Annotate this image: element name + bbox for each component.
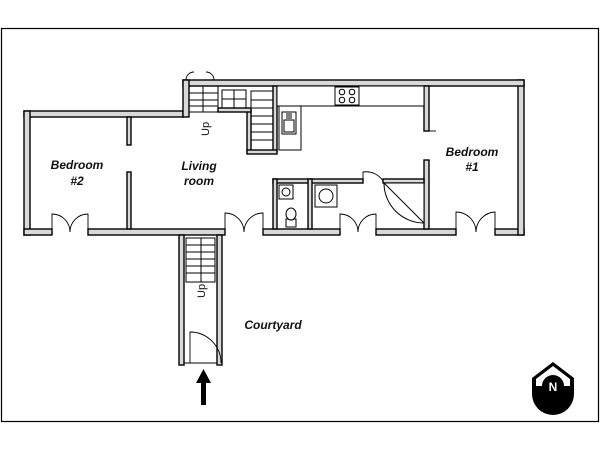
upper-stairs-up-label: Up [200, 122, 212, 136]
bedroom1-label-line1: Bedroom [446, 145, 499, 159]
bedroom2-label-line2: #2 [70, 174, 84, 188]
north-compass-icon: N [532, 362, 574, 415]
bedroom2-label-line1: Bedroom [51, 158, 104, 172]
doors [51, 130, 496, 233]
compass-letter: N [549, 380, 558, 394]
exterior-walls [23, 79, 525, 236]
entry-arrow-icon [196, 369, 211, 405]
interior-walls [126, 85, 430, 230]
bedroom1-label-line2: #1 [465, 160, 479, 174]
living-room-label-line1: Living [181, 159, 217, 173]
living-room-label-line2: room [184, 174, 214, 188]
entry-corridor [178, 234, 223, 366]
bathroom [278, 182, 425, 228]
kitchen [276, 85, 425, 151]
upper-staircase [185, 71, 274, 151]
courtyard-label: Courtyard [244, 318, 302, 332]
lower-stairs-up-label: Up [196, 284, 208, 298]
